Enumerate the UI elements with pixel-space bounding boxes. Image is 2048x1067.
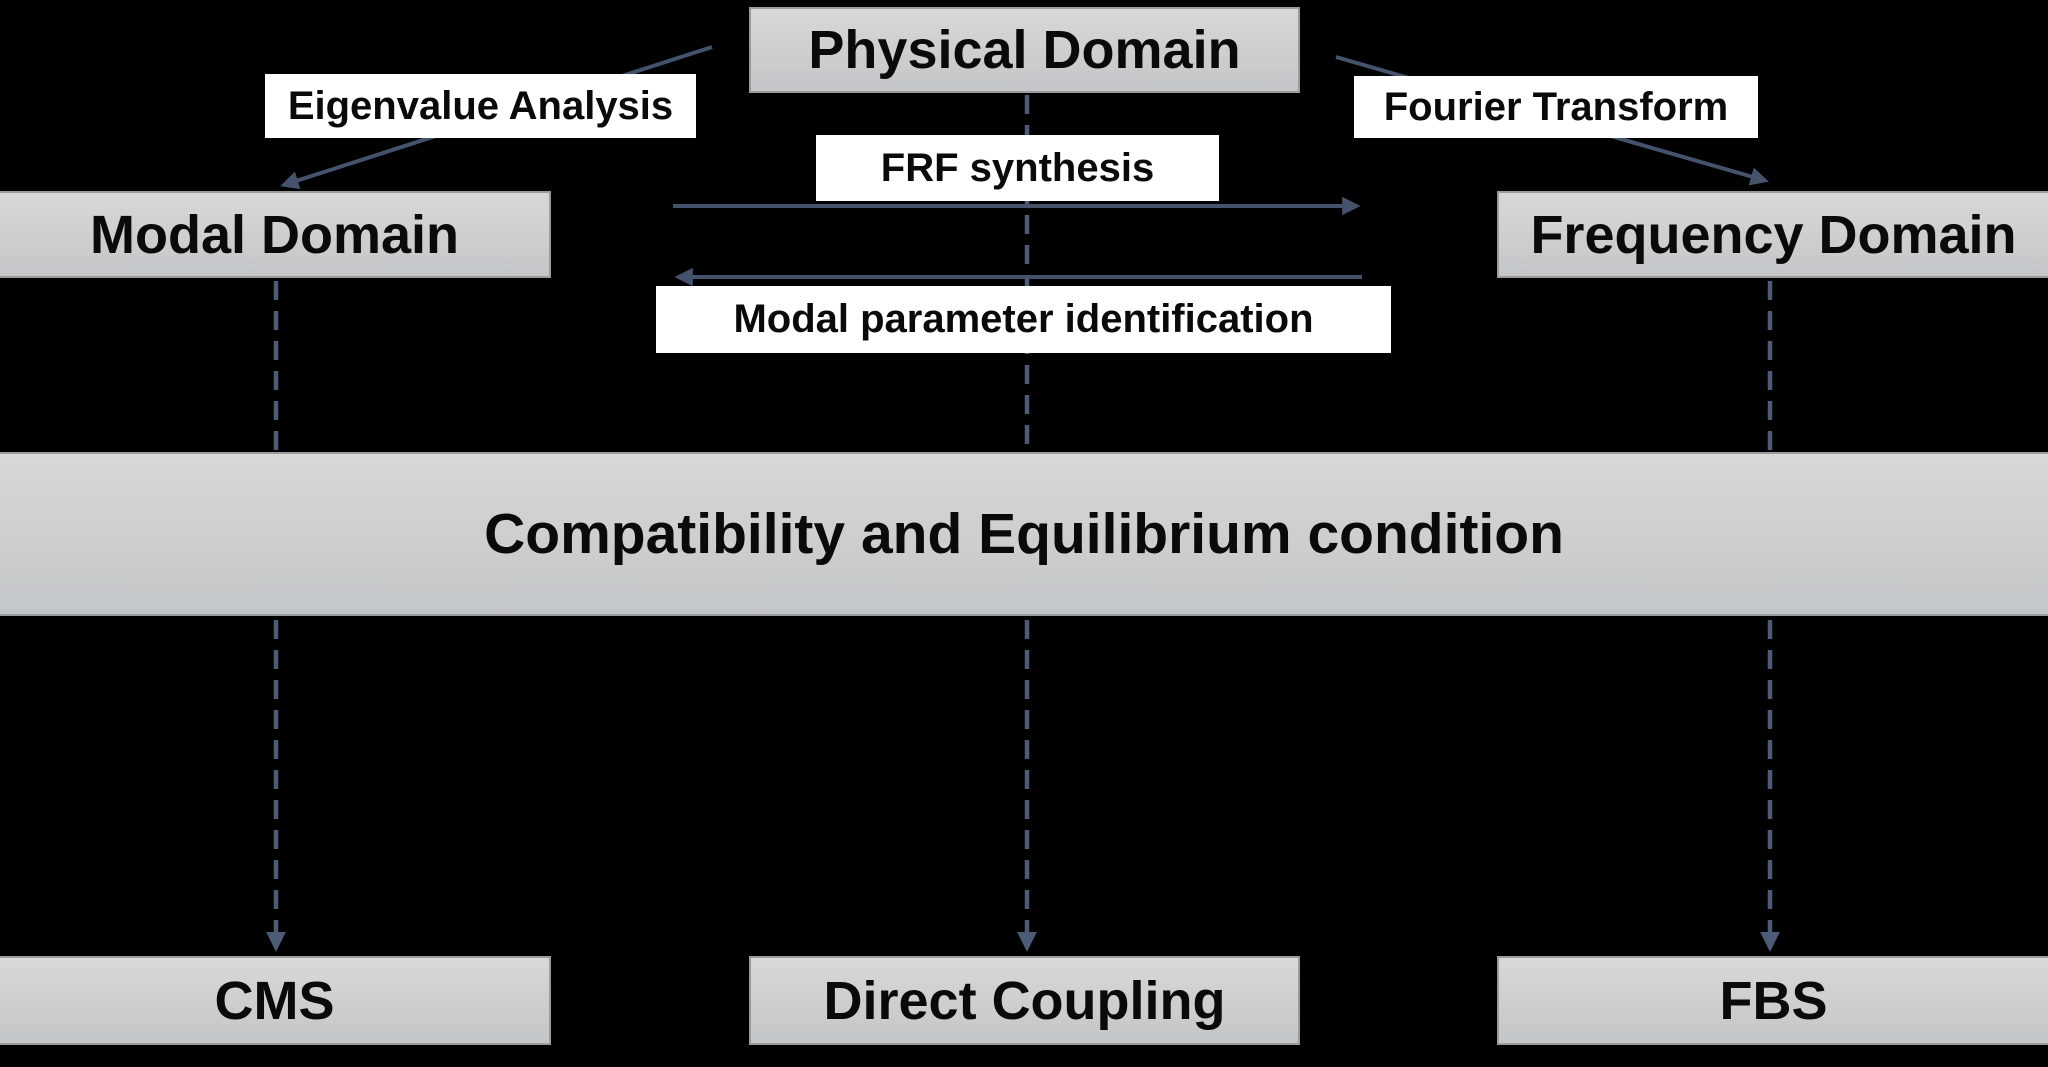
edge-label-fourier-transform: Fourier Transform <box>1354 76 1758 138</box>
node-direct-coupling: Direct Coupling <box>749 956 1300 1045</box>
edge-label-frf-synthesis: FRF synthesis <box>816 135 1219 201</box>
node-cms: CMS <box>0 956 551 1045</box>
node-fbs: FBS <box>1497 956 2048 1045</box>
edge-label-modal-parameter-identification: Modal parameter identification <box>656 286 1391 353</box>
node-physical-domain: Physical Domain <box>749 7 1300 93</box>
edge-label-eigenvalue-analysis: Eigenvalue Analysis <box>265 74 696 138</box>
node-frequency-domain: Frequency Domain <box>1497 191 2048 278</box>
bar-compatibility-equilibrium-condition: Compatibility and Equilibrium condition <box>0 452 2048 616</box>
node-modal-domain: Modal Domain <box>0 191 551 278</box>
